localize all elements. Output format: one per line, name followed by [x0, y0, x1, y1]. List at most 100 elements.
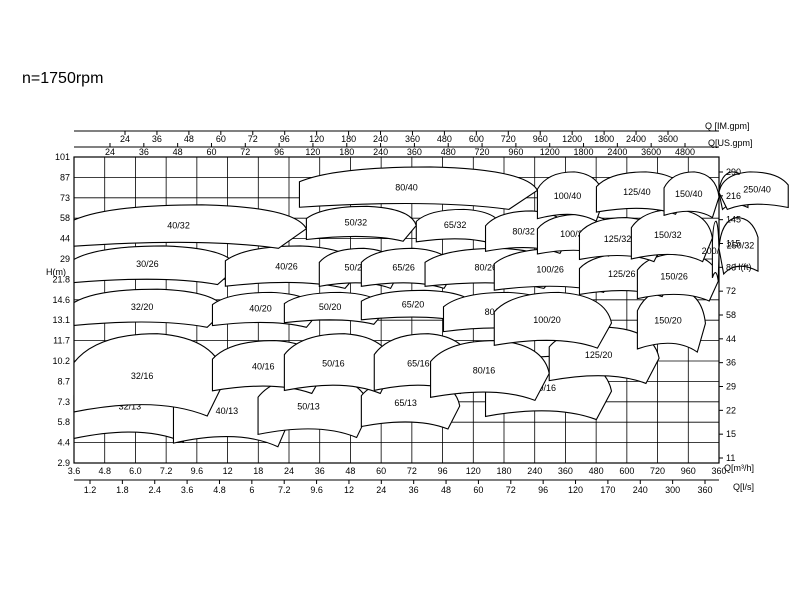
y-tick-label-right: 29 [726, 382, 736, 392]
y-tick-label-right: 44 [726, 334, 736, 344]
region-label: 100/26 [536, 265, 564, 275]
x-tick-label-usgpm: 60 [206, 147, 216, 157]
x-tick-label-m3h: 7.2 [160, 466, 173, 476]
y-tick-label-left: 10.2 [52, 356, 70, 366]
region-label: 40/20 [249, 304, 272, 314]
region-label: 100/16 [528, 383, 556, 393]
x-tick-label-imgpm: 60 [216, 134, 226, 144]
y-tick-label-left: 4.4 [57, 438, 70, 448]
x-tick-label-m3h: 6.0 [129, 466, 142, 476]
x-tick-label-ls: 96 [538, 485, 548, 495]
m3h-unit-label: Q[m³/h] [724, 463, 754, 473]
x-tick-label-usgpm: 720 [475, 147, 490, 157]
region-label: 150/26 [660, 272, 688, 282]
region-label: 200/32 [702, 246, 730, 256]
y-tick-label-right: 86 [726, 262, 736, 272]
x-tick-label-m3h: 72 [407, 466, 417, 476]
x-tick-label-m3h: 9.6 [191, 466, 204, 476]
operating-region [630, 208, 713, 263]
x-tick-label-m3h: 36 [315, 466, 325, 476]
region-label: 50/13 [297, 402, 320, 412]
region-label: 32/13 [119, 402, 142, 412]
region-label: 150/40 [675, 189, 703, 199]
region-label: 80/26 [475, 262, 498, 272]
operating-region [663, 171, 720, 219]
x-tick-label-m3h: 18 [253, 466, 263, 476]
x-tick-label-ls: 360 [697, 485, 712, 495]
x-tick-label-ls: 170 [600, 485, 615, 495]
region-label: 40/16 [252, 362, 275, 372]
region-label: 65/16 [407, 359, 430, 369]
x-tick-label-m3h: 240 [527, 466, 542, 476]
region-label: 250/40 [743, 185, 771, 195]
region-label: 32/20 [131, 302, 154, 312]
x-tick-label-ls: 24 [376, 485, 386, 495]
y-tick-label-left: 14.6 [52, 295, 70, 305]
x-tick-label-m3h: 12 [223, 466, 233, 476]
x-tick-label-ls: 300 [665, 485, 680, 495]
region-label: 125/32 [604, 234, 632, 244]
x-tick-label-usgpm: 2400 [607, 147, 627, 157]
x-tick-label-m3h: 4.8 [98, 466, 111, 476]
region-label: 100/20 [533, 315, 561, 325]
x-tick-label-ls: 12 [344, 485, 354, 495]
region-label: 150/32 [654, 230, 682, 240]
y-tick-label-right: 145 [726, 215, 741, 225]
x-tick-label-usgpm: 180 [339, 147, 354, 157]
y-tick-label-left: 8.7 [57, 376, 70, 386]
x-tick-label-usgpm: 480 [441, 147, 456, 157]
region-label: 150/20 [654, 315, 682, 325]
x-tick-label-usgpm: 3600 [641, 147, 661, 157]
region-label: 125/26 [608, 269, 636, 279]
h-ft-unit-label: H(ft) [734, 262, 752, 272]
x-tick-label-imgpm: 96 [280, 134, 290, 144]
region-label: 50/32 [345, 218, 368, 228]
x-tick-label-m3h: 720 [650, 466, 665, 476]
ls-unit-label: Q[l/s] [733, 482, 754, 492]
x-tick-label-ls: 120 [568, 485, 583, 495]
x-tick-label-ls: 7.2 [278, 485, 291, 495]
y-tick-label-left: 58 [60, 213, 70, 223]
x-tick-label-usgpm: 360 [407, 147, 422, 157]
region-label: 80/32 [512, 226, 535, 236]
y-tick-label-left: 13.1 [52, 315, 70, 325]
y-tick-label-right: 36 [726, 358, 736, 368]
region-label: 100/40 [554, 191, 582, 201]
operating-region [493, 291, 613, 349]
operating-region [718, 217, 759, 276]
y-tick-label-left: 101 [55, 152, 70, 162]
usgpm-unit-label: Q[US.gpm] [708, 138, 753, 148]
x-tick-label-imgpm: 3600 [658, 134, 678, 144]
x-tick-label-imgpm: 120 [309, 134, 324, 144]
x-tick-label-usgpm: 120 [305, 147, 320, 157]
region-label: 50/20 [319, 302, 342, 312]
y-tick-label-left: 11.7 [53, 336, 70, 346]
x-tick-label-m3h: 24 [284, 466, 294, 476]
y-tick-label-left: 73 [60, 193, 70, 203]
x-tick-label-m3h: 96 [438, 466, 448, 476]
region-label: 50/16 [322, 359, 345, 369]
region-label: 100/32 [560, 229, 588, 239]
operating-region [430, 340, 550, 402]
region-label: 80/16 [473, 365, 496, 375]
x-tick-label-m3h: 120 [466, 466, 481, 476]
y-tick-label-left: 29 [60, 254, 70, 264]
y-tick-label-left: 44 [60, 234, 70, 244]
y-tick-label-left: 2.9 [57, 458, 70, 468]
y-tick-label-right: 72 [726, 286, 736, 296]
x-tick-label-imgpm: 24 [120, 134, 130, 144]
x-tick-label-usgpm: 96 [274, 147, 284, 157]
y-tick-label-right: 15 [726, 429, 736, 439]
x-tick-label-usgpm: 36 [139, 147, 149, 157]
region-label: 65/26 [392, 262, 415, 272]
x-tick-label-ls: 1.8 [116, 485, 129, 495]
operating-region [73, 288, 227, 328]
region-label: 65/13 [394, 398, 417, 408]
region-label: 125/40 [623, 187, 651, 197]
x-tick-label-m3h: 360 [711, 466, 726, 476]
y-tick-label-right: 115 [726, 239, 740, 249]
x-tick-label-ls: 60 [473, 485, 483, 495]
x-tick-label-imgpm: 36 [152, 134, 162, 144]
